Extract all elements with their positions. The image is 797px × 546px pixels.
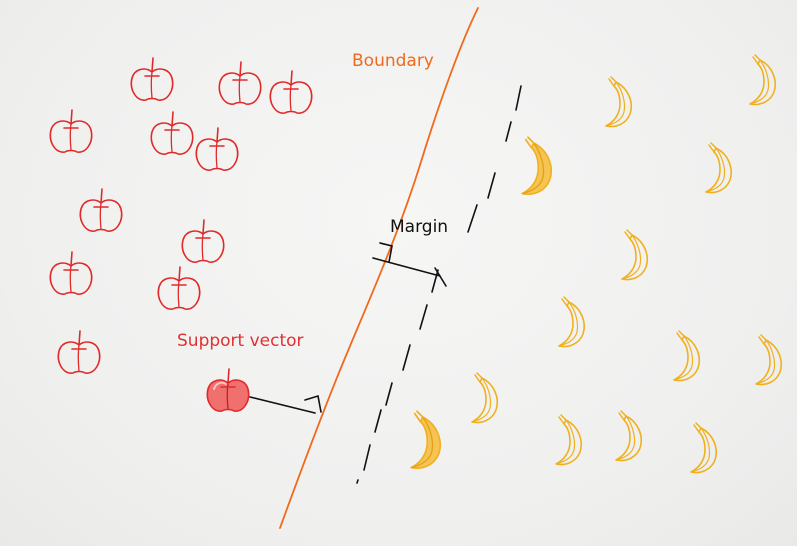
apple-icon xyxy=(218,61,262,106)
apple-group xyxy=(49,57,313,375)
support-vector-banana-icon xyxy=(410,410,441,469)
banana-group xyxy=(471,54,783,474)
banana-icon xyxy=(749,54,777,106)
apple-icon xyxy=(49,251,93,296)
apple-icon xyxy=(49,109,93,154)
apple-icon xyxy=(269,70,313,115)
banana-icon xyxy=(673,330,701,382)
boundary-label: Boundary xyxy=(352,51,434,71)
banana-icon xyxy=(705,142,733,194)
banana-icon xyxy=(621,229,649,281)
apple-icon xyxy=(195,127,239,172)
banana-icon xyxy=(755,334,783,386)
support-vector-apple-icon xyxy=(206,368,250,412)
apple-icon xyxy=(79,188,123,233)
banana-icon xyxy=(558,296,586,348)
margin-dashed-line xyxy=(356,85,522,484)
banana-icon xyxy=(690,422,718,474)
banana-icon xyxy=(605,76,633,128)
apple-icon xyxy=(150,111,194,156)
apple-icon xyxy=(57,330,101,375)
support-vector-banana-icon xyxy=(521,136,552,195)
banana-icon xyxy=(615,410,643,462)
margin-measure xyxy=(372,242,447,287)
decision-boundary-line xyxy=(279,7,479,529)
banana-icon xyxy=(471,372,499,424)
apple-icon xyxy=(157,266,201,311)
apple-icon xyxy=(181,219,225,264)
support-vector-connector xyxy=(249,394,322,414)
support-vector-label: Support vector xyxy=(177,331,304,351)
banana-icon xyxy=(555,414,583,466)
margin-label: Margin xyxy=(390,217,448,237)
apple-icon xyxy=(130,57,174,102)
